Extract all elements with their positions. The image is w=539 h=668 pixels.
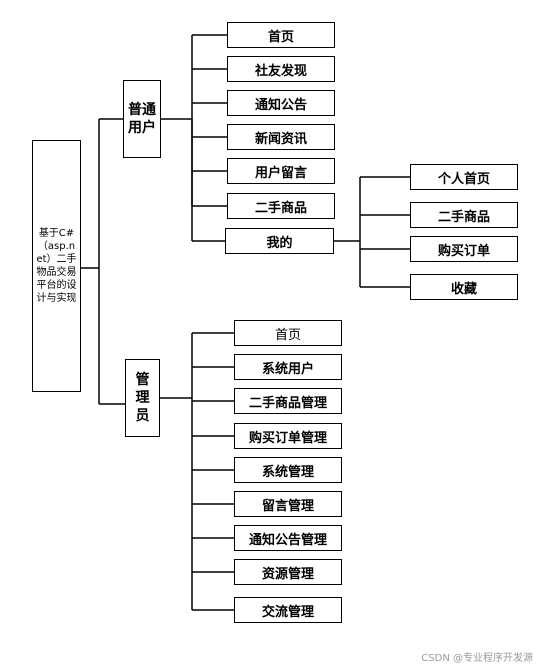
node-admin-role: 管理员 <box>125 359 160 437</box>
node-mine-item: 二手商品 <box>410 202 518 228</box>
node-user-item: 用户留言 <box>227 158 335 184</box>
node-admin-item: 系统管理 <box>234 457 342 483</box>
watermark: CSDN @专业程序开发源 <box>421 653 533 664</box>
node-user-item: 新闻资讯 <box>227 124 335 150</box>
node-admin-item: 资源管理 <box>234 559 342 585</box>
node-user-item: 社友发现 <box>227 56 335 82</box>
node-admin-item: 系统用户 <box>234 354 342 380</box>
node-admin-item: 留言管理 <box>234 491 342 517</box>
node-mine-item: 收藏 <box>410 274 518 300</box>
node-user-item: 通知公告 <box>227 90 335 116</box>
node-admin-item: 交流管理 <box>234 597 342 623</box>
node-user-item: 首页 <box>227 22 335 48</box>
node-mine-item: 购买订单 <box>410 236 518 262</box>
node-user-role: 普通用户 <box>123 80 161 158</box>
node-mine-item: 个人首页 <box>410 164 518 190</box>
node-admin-item: 二手商品管理 <box>234 388 342 414</box>
node-mine: 我的 <box>225 228 334 254</box>
node-admin-item: 购买订单管理 <box>234 423 342 449</box>
node-admin-item: 通知公告管理 <box>234 525 342 551</box>
root-node: 基于C#（asp.net）二手物品交易平台的设计与实现 <box>32 140 81 392</box>
node-user-item: 二手商品 <box>227 193 335 219</box>
node-admin-item: 首页 <box>234 320 342 346</box>
